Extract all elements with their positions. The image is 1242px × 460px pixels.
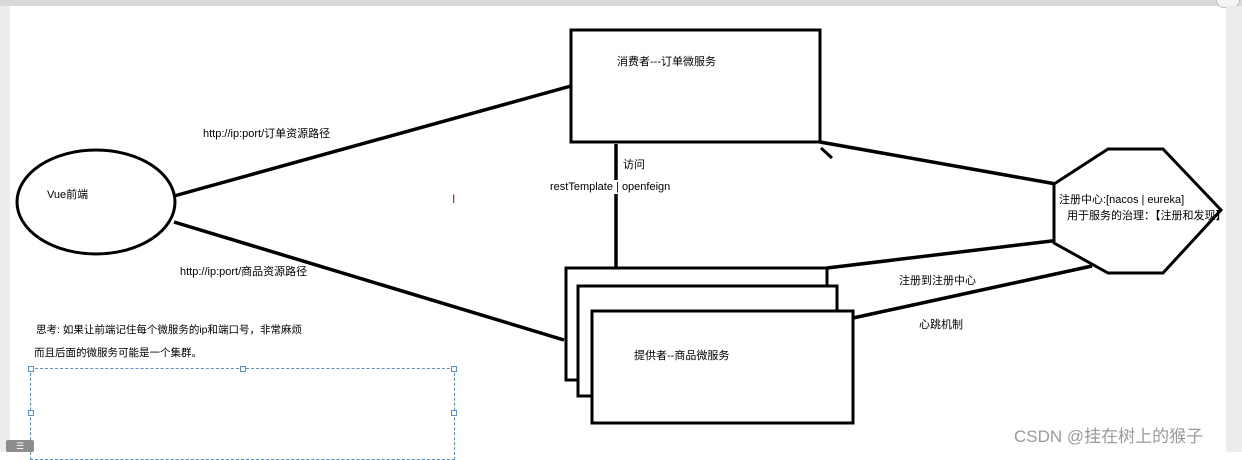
selected-text-box[interactable] [30,368,455,460]
rest-label: restTemplate | openfeign [550,180,671,194]
provider-label: 提供者--商品微服务 [634,350,730,362]
text-cursor-icon: Ι [452,192,456,206]
watermark: CSDN @挂在树上的猴子 [1014,427,1204,446]
line-frontend-provider [173,220,565,342]
line-provider-registry-1 [826,238,1061,270]
line-frontend-consumer [173,84,572,198]
note-line-1: 思考: 如果让前端记住每个微服务的ip和端口号，非常麻烦 [36,324,303,336]
resize-handle[interactable] [28,410,34,416]
registry-hexagon[interactable] [1052,147,1224,275]
list-icon[interactable]: ☰ [6,440,34,452]
line-provider-registry-2 [852,264,1093,320]
resize-handle[interactable] [451,410,457,416]
consumer-box[interactable] [569,28,822,144]
arrow-tick [819,146,834,160]
frontend-label: Vue前端 [47,189,89,201]
access-label: 访问 [623,159,645,171]
line-consumer-registry [819,140,1057,186]
registry-label-2: 用于服务的治理：【注册和发现】 [1067,210,1227,222]
consumer-label: 消费者---订单微服务 [617,56,716,68]
top-bar [0,0,1242,6]
resize-handle[interactable] [28,366,34,372]
goods-path-label: http://ip:port/商品资源路径 [180,266,308,278]
register-label: 注册到注册中心 [899,275,976,287]
heartbeat-label: 心跳机制 [919,319,963,331]
order-path-label: http://ip:port/订单资源路径 [203,128,331,140]
registry-label-1: 注册中心:[nacos | eureka] [1059,194,1185,206]
frontend-ellipse[interactable] [15,148,177,256]
right-scrollbar[interactable] [1226,6,1242,452]
resize-handle[interactable] [451,366,457,372]
provider-box-front[interactable] [590,309,855,425]
resize-handle[interactable] [240,366,246,372]
note-line-2: 而且后面的微服务可能是一个集群。 [34,347,202,359]
left-scroll-strip [0,6,10,452]
